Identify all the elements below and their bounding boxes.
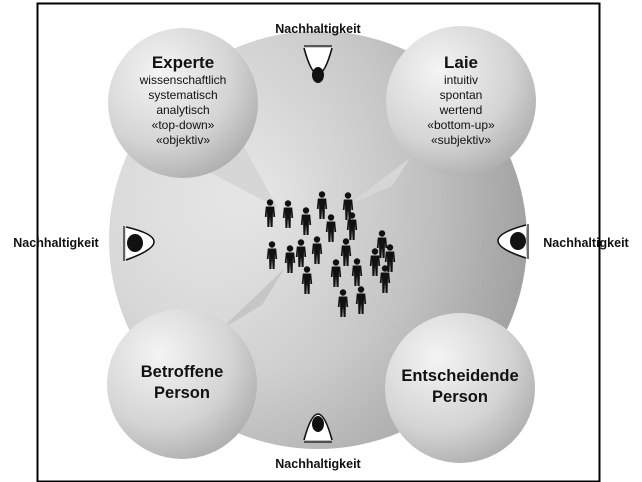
entscheidende-text: Entscheidende Person bbox=[385, 366, 535, 408]
laie-line: «subjektiv» bbox=[430, 133, 492, 147]
laie-line: «bottom-up» bbox=[427, 118, 495, 132]
label-right: Nachhaltigkeit bbox=[543, 236, 629, 250]
experte-line: systematisch bbox=[148, 88, 218, 102]
label-bottom: Nachhaltigkeit bbox=[275, 457, 361, 471]
label-top: Nachhaltigkeit bbox=[275, 22, 361, 36]
laie-pointer bbox=[348, 158, 410, 205]
experte-text: Experte wissenschaftlich systematisch an… bbox=[113, 53, 253, 148]
label-left: Nachhaltigkeit bbox=[13, 236, 99, 250]
laie-title: Laie bbox=[443, 53, 479, 72]
entscheidende-line: Entscheidende bbox=[401, 367, 519, 385]
entscheidende-line: Person bbox=[432, 388, 488, 406]
experte-line: «objektiv» bbox=[155, 133, 211, 147]
experte-line: wissenschaftlich bbox=[139, 73, 227, 87]
betroffene-line: Betroffene bbox=[140, 363, 224, 381]
experte-line: analytisch bbox=[156, 103, 210, 117]
laie-bubble bbox=[386, 26, 536, 176]
betroffene-pointer bbox=[220, 268, 285, 330]
betroffene-bubble bbox=[107, 309, 257, 459]
laie-line: intuitiv bbox=[443, 73, 478, 87]
betroffene-text: Betroffene Person bbox=[112, 362, 252, 404]
laie-line: spontan bbox=[439, 88, 483, 102]
laie-text: Laie intuitiv spontan wertend «bottom-up… bbox=[391, 53, 531, 148]
experte-line: «top-down» bbox=[151, 118, 215, 132]
eye-top-icon bbox=[303, 45, 333, 83]
eye-right-icon bbox=[497, 224, 529, 259]
entscheidende-bubble bbox=[385, 313, 535, 463]
experte-title: Experte bbox=[151, 53, 215, 72]
entscheidende-pointer bbox=[365, 290, 405, 340]
eye-left-icon bbox=[123, 226, 155, 261]
betroffene-line: Person bbox=[154, 384, 210, 402]
laie-line: wertend bbox=[439, 103, 483, 117]
experte-bubble bbox=[108, 28, 258, 178]
eye-bottom-icon bbox=[303, 413, 333, 443]
